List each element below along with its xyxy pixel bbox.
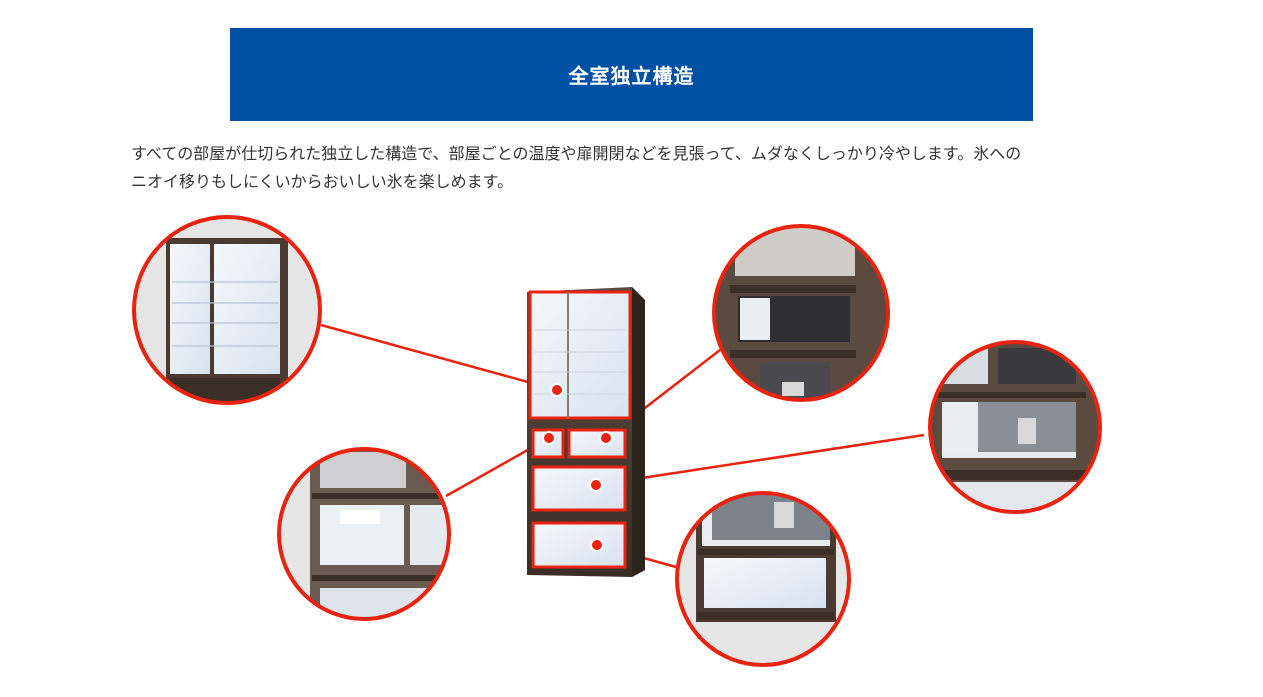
- description-line-2: ニオイ移りもしにくいからおいしい氷を楽しめます。: [131, 172, 514, 191]
- callout-vegetable-compartment: [675, 491, 851, 667]
- callout-ice-compartment: [277, 447, 451, 621]
- callout-switch-compartment: [712, 224, 890, 402]
- section-header-banner: 全室独立構造: [230, 28, 1033, 121]
- callout-refrigerator-compartment: [132, 215, 322, 405]
- refrigerator-image: [527, 287, 645, 577]
- section-title: 全室独立構造: [568, 64, 695, 88]
- callout-freezer-compartment: [928, 340, 1102, 514]
- description-line-1: すべての部屋が仕切られた独立した構造で、部屋ごとの温度や扉開閉などを見張って、ム…: [131, 144, 1022, 163]
- section-description: すべての部屋が仕切られた独立した構造で、部屋ごとの温度や扉開閉などを見張って、ム…: [131, 140, 1131, 196]
- compartment-markers: [542, 383, 613, 552]
